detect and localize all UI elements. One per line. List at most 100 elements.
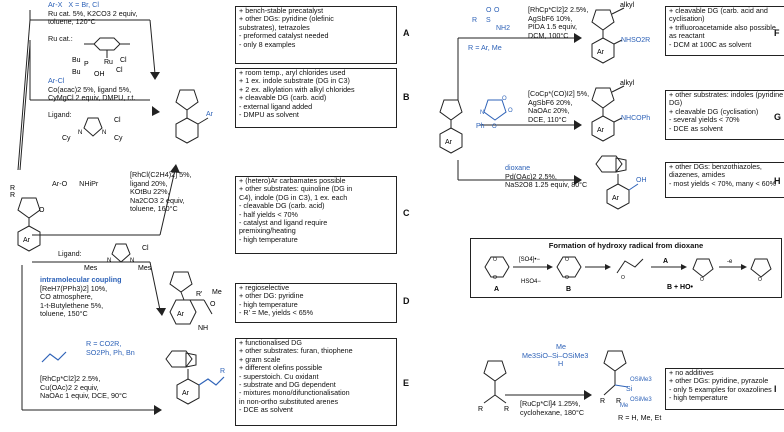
label-e: E — [403, 378, 410, 388]
svg-text:Ar: Ar — [597, 49, 605, 56]
svg-text:Si: Si — [626, 386, 633, 393]
conditions-f: [RhCp*Cl2]2 2.5%, AgSbF6 10%, PIDA 1.5 e… — [528, 5, 589, 40]
label-g: G — [774, 112, 782, 122]
svg-text:O: O — [493, 275, 497, 281]
label-f: F — [774, 28, 780, 38]
svg-text:O: O — [486, 7, 492, 14]
label-c: C — [403, 208, 410, 218]
olefin-r-e: R = CO2R, SO2Ph, Ph, Bn — [86, 339, 135, 357]
nhc-ligand-b: Cy Cy N N Cl — [58, 112, 128, 152]
notes-box-b: + room temp., aryl chlorides used + 1 ex… — [235, 68, 397, 128]
svg-text:O: O — [39, 207, 45, 214]
conditions-b: Ar-Cl Co(acac)2 5%, ligand 5%, CyMgCl 2 … — [48, 76, 136, 120]
conditions-c: [RhCl(C2H4)2] 5%, ligand 20%, KOtBu 22%,… — [130, 170, 192, 214]
svg-text:O: O — [492, 124, 497, 130]
svg-text:Cl: Cl — [120, 57, 127, 64]
svg-text:O: O — [494, 7, 500, 14]
sulfonamide-reagent-f: R S O O NH2 — [470, 4, 520, 40]
olefin-reagent-e — [40, 346, 70, 366]
svg-text:OSiMe3: OSiMe3 — [630, 397, 652, 403]
silane-reagent-i: Me Me3SiO–Si–OSiMe3 H — [522, 342, 589, 369]
svg-text:NH: NH — [198, 325, 208, 332]
svg-text:Cl: Cl — [114, 117, 121, 124]
svg-text:B: B — [566, 286, 571, 293]
radical-formation-box: Formation of hydroxy radical from dioxan… — [470, 238, 782, 298]
svg-text:A: A — [494, 286, 499, 293]
svg-text:Bu: Bu — [72, 57, 81, 64]
svg-text:Ar: Ar — [206, 111, 214, 118]
notes-box-h: + other DGs: benzothiazoles, diazenes, a… — [665, 162, 784, 198]
svg-text:Ph: Ph — [476, 123, 485, 130]
starting-oxazoline: R R O Ar — [2, 170, 52, 260]
svg-text:Mes: Mes — [84, 265, 98, 272]
svg-text:OH: OH — [636, 177, 647, 184]
label-b: B — [403, 92, 410, 102]
svg-text:O: O — [621, 275, 625, 281]
radical-title: Formation of hydroxy radical from dioxan… — [548, 241, 704, 250]
notes-box-c: + (hetero)Ar carbamates possible + other… — [235, 176, 397, 254]
svg-text:O: O — [758, 277, 762, 283]
svg-text:R': R' — [196, 291, 202, 298]
radical-scheme: O O A [SO4]•− HSO4− O O B O A B + HO• O … — [484, 256, 772, 293]
svg-text:Ar: Ar — [445, 139, 453, 146]
svg-text:O: O — [210, 301, 216, 308]
notes-box-i: + no additives + other DGs: pyridine, py… — [665, 368, 784, 410]
conditions-d: intramolecular coupling [ReH7(PPh3)2] 10… — [40, 275, 122, 319]
svg-text:P: P — [84, 61, 89, 68]
conditions-e: [RhCp*Cl2]2 2.5%, Cu(OAc)2 2 equiv, NaOA… — [40, 374, 128, 401]
svg-text:B + HO•: B + HO• — [667, 284, 694, 291]
center-r2: R — [10, 192, 15, 199]
svg-text:O: O — [700, 277, 704, 283]
svg-text:Cy: Cy — [114, 135, 123, 142]
svg-text:alkyl: alkyl — [620, 80, 634, 87]
svg-text:NHSO2R: NHSO2R — [621, 37, 650, 44]
svg-text:Me: Me — [212, 289, 222, 296]
notes-box-f: + cleavable DG (carb. acid and cyclisati… — [665, 6, 784, 56]
product-e: Ar R — [162, 345, 232, 425]
svg-text:Ar: Ar — [23, 237, 31, 244]
svg-text:N: N — [107, 258, 111, 264]
product-b: Ar — [160, 80, 222, 158]
notes-box-g: + other substrates: indoles (pyridine DG… — [665, 90, 784, 140]
svg-text:Ru: Ru — [104, 59, 113, 66]
svg-text:OSiMe3: OSiMe3 — [630, 377, 652, 383]
label-h: H — [774, 176, 781, 186]
dioxazolone-reagent-g: Ph N O O O — [474, 92, 524, 132]
svg-text:N: N — [130, 258, 134, 264]
label-a: A — [403, 28, 410, 38]
svg-text:Me: Me — [620, 403, 629, 409]
label-i: I — [774, 384, 777, 394]
svg-text:O: O — [565, 275, 569, 281]
svg-text:N: N — [102, 130, 106, 136]
svg-text:R: R — [478, 406, 483, 413]
conditions-g: [CoCp*(CO)I2] 5%, AgSbF6 20%, NaOAc 20%,… — [528, 89, 590, 124]
ru-catalyst-structure: Ru Cl Cl P Bu Bu OH — [70, 32, 150, 80]
starting-material-i: R R — [474, 355, 518, 427]
svg-text:Ar: Ar — [182, 390, 190, 397]
svg-text:N: N — [78, 130, 82, 136]
conditions-i: [RuCp*Cl]4 1.25%, cyclohexane, 180°C — [520, 399, 585, 417]
nhc-ligand-c: Mes Mes N N Cl — [82, 240, 162, 276]
svg-text:O: O — [508, 108, 513, 114]
conditions-a: Ar-X X = Br, Cl Ru cat. 5%, K2CO3 2 equi… — [48, 0, 138, 44]
svg-text:Cy: Cy — [62, 135, 71, 142]
svg-text:Mes: Mes — [138, 265, 152, 272]
svg-text:O: O — [502, 96, 507, 102]
product-f: alkyl Ar NHSO2R — [588, 0, 660, 72]
rnote-i: R = H, Me, Et — [618, 413, 662, 422]
svg-text:O: O — [493, 257, 497, 263]
label-d: D — [403, 296, 410, 306]
notes-box-d: + regioselective + other DG: pyridine - … — [235, 283, 397, 323]
notes-box-e: + functionalised DG + other substrates: … — [235, 338, 397, 426]
svg-text:Bu: Bu — [72, 69, 81, 76]
notes-box-a: + bench-stable precatalyst + other DGs: … — [235, 6, 397, 64]
svg-text:R: R — [504, 406, 509, 413]
svg-text:R: R — [616, 398, 621, 405]
svg-text:HSO4−: HSO4− — [521, 279, 541, 285]
svg-text:Ar: Ar — [177, 311, 185, 318]
product-g: alkyl Ar NHCOPh — [588, 78, 660, 150]
reagent-c: Ar-O NHiPr — [52, 179, 99, 188]
svg-text:Ar: Ar — [597, 127, 605, 134]
